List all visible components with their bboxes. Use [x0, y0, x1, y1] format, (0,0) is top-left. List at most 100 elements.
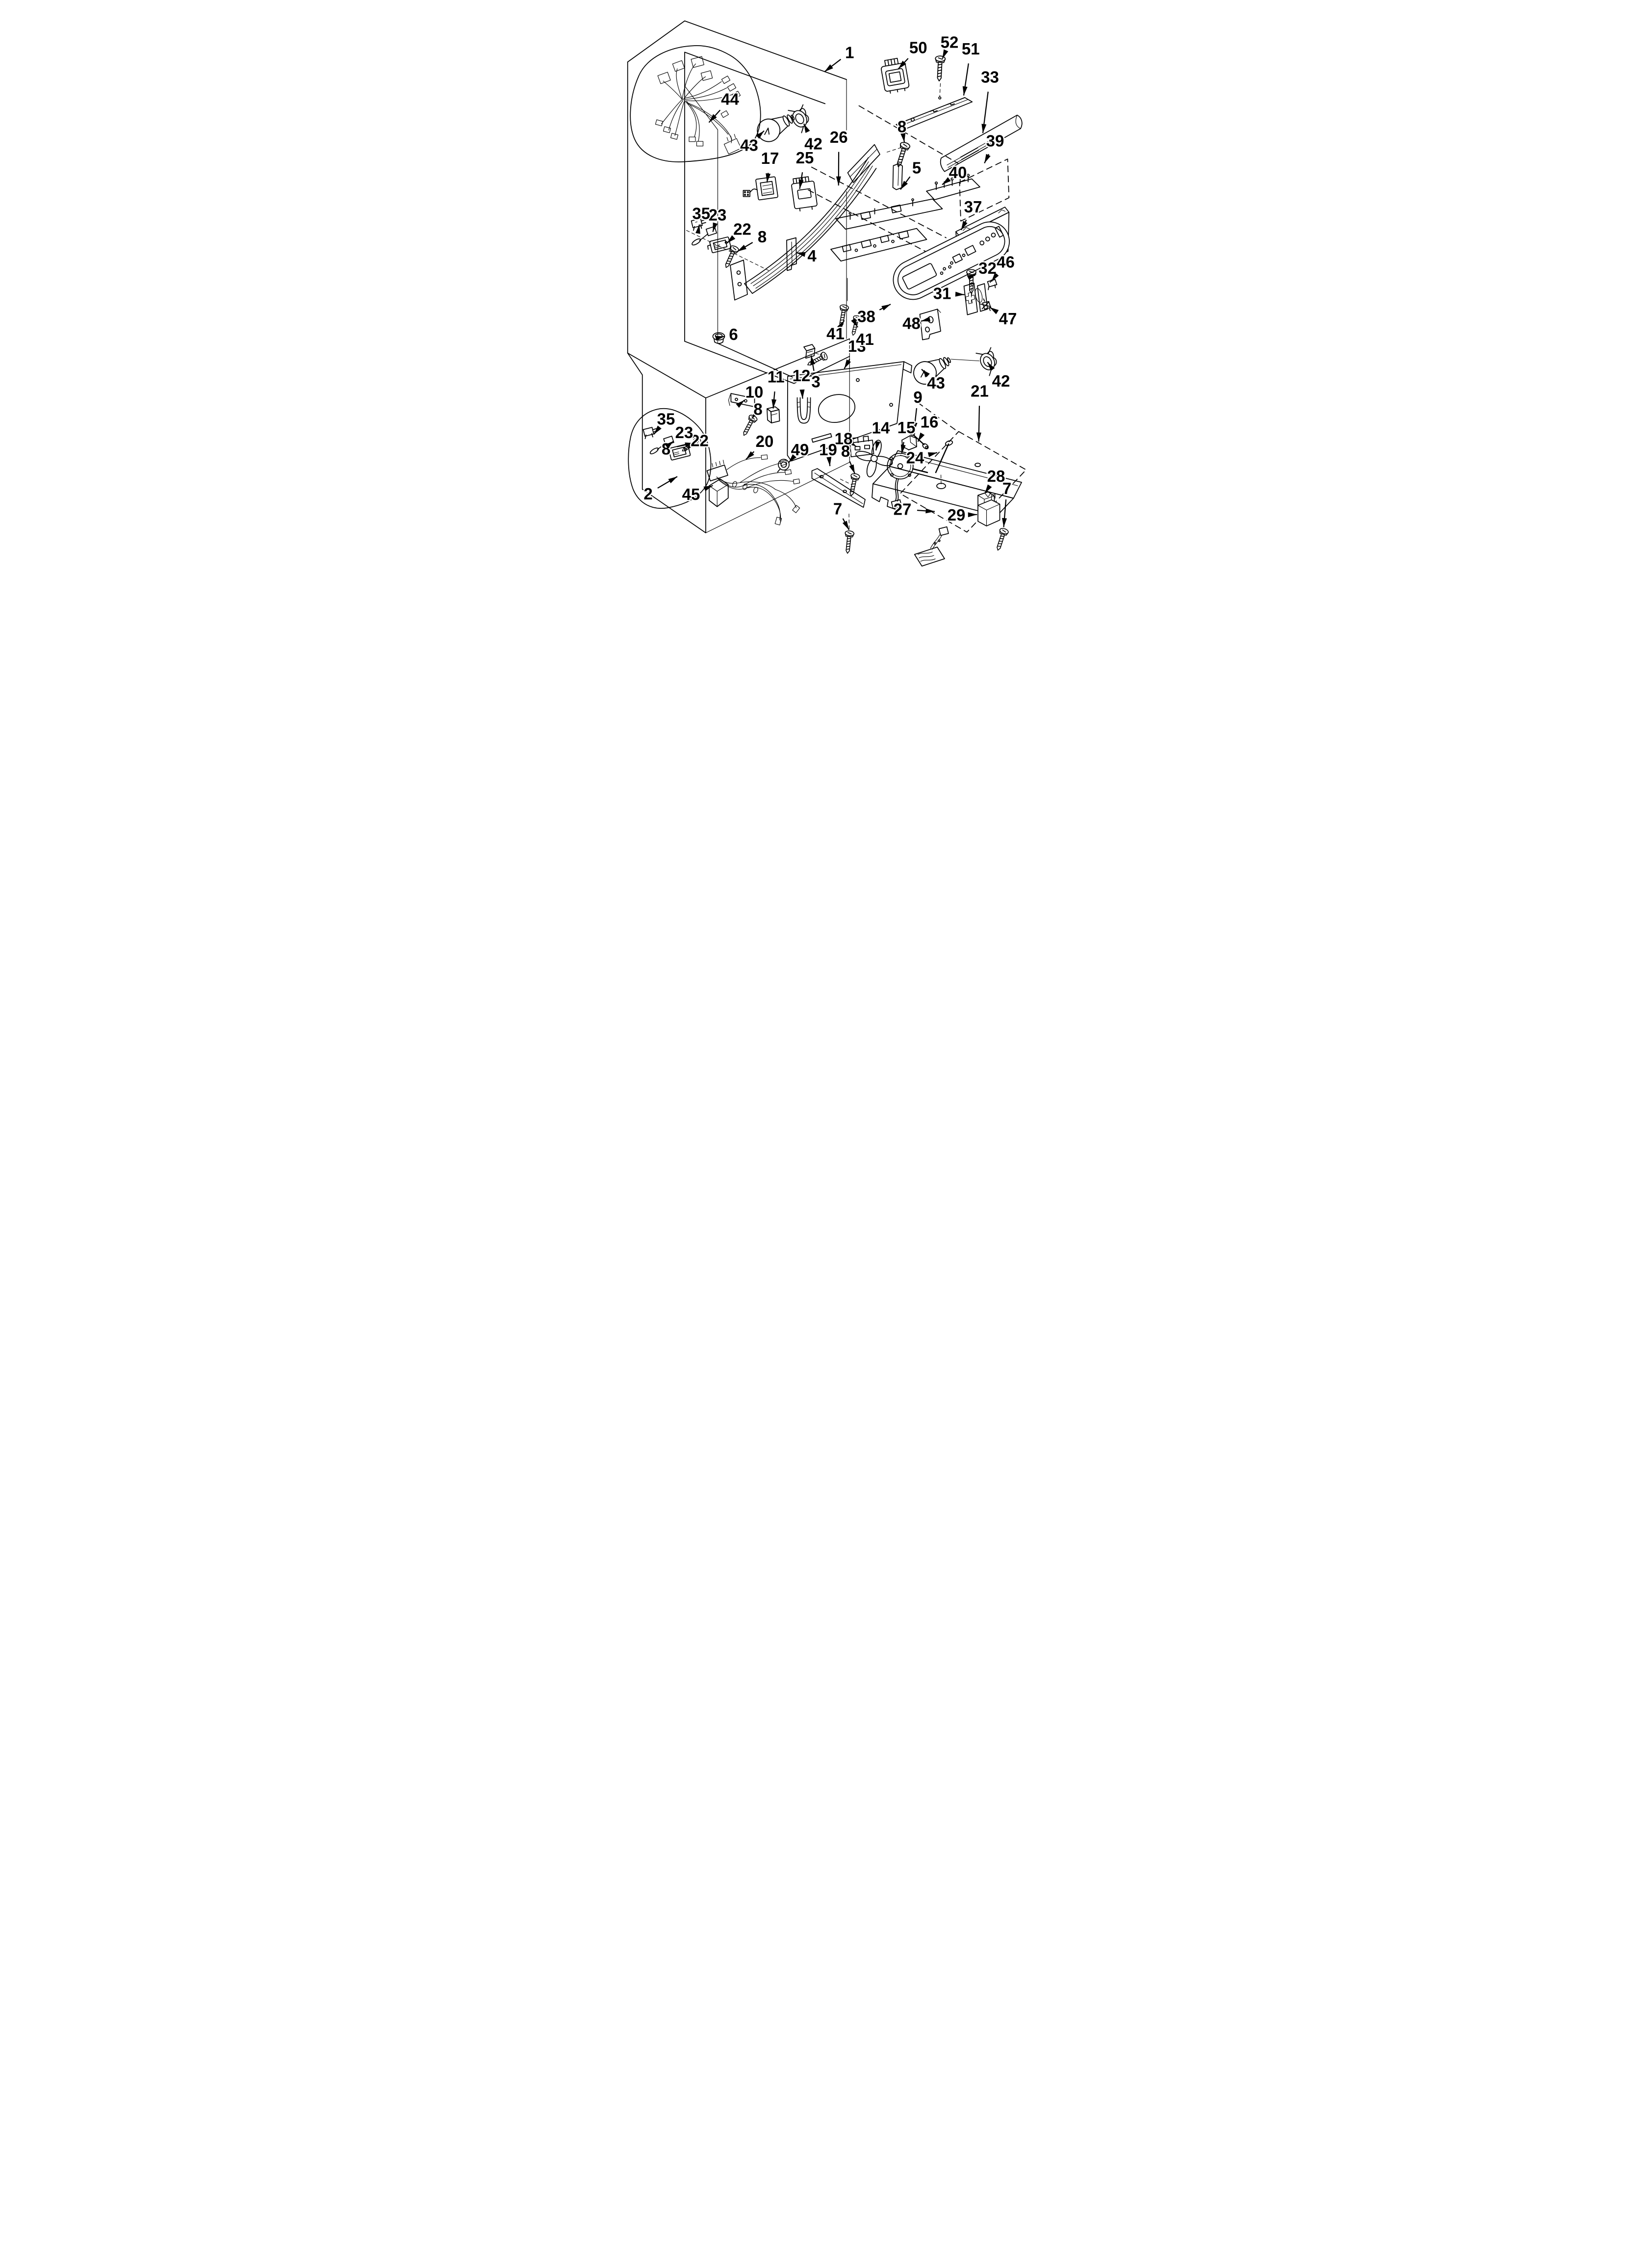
- callout-label-51: 51: [961, 40, 979, 58]
- callout-14: 14: [871, 417, 891, 451]
- screws-41: [836, 278, 862, 337]
- air-duct-33: [940, 114, 1023, 172]
- callout-43a: 43: [739, 130, 765, 156]
- callout-arrow-39: [983, 154, 991, 164]
- callout-arrow-5: [899, 176, 910, 190]
- callout-label-52: 52: [940, 33, 958, 52]
- callout-46: 46: [991, 252, 1016, 282]
- callout-arrow-38: [879, 304, 891, 311]
- callout-2: 2: [642, 476, 678, 504]
- callout-8a: 8: [896, 116, 907, 143]
- callout-label-48: 48: [902, 314, 921, 333]
- callout-5: 5: [899, 157, 922, 190]
- callout-27: 27: [892, 499, 935, 520]
- callout-42a: 42: [803, 123, 823, 154]
- callout-arrow-14: [875, 441, 880, 451]
- callout-label-25: 25: [795, 149, 814, 167]
- callout-22a: 22: [726, 219, 752, 244]
- exploded-diagram: 1234567788888910111213141516171819202122…: [616, 0, 1026, 567]
- fill-tube-24: [935, 440, 953, 485]
- callout-arrow-1: [823, 58, 841, 73]
- callout-arrow-52: [941, 49, 948, 59]
- callout-6: 6: [715, 324, 739, 345]
- callout-arrow-24: [927, 452, 937, 457]
- callout-29: 29: [946, 505, 977, 525]
- callout-44: 44: [708, 89, 740, 123]
- callout-arrow-44: [708, 109, 720, 123]
- callout-arrow-47: [989, 307, 999, 314]
- callout-arrow-20: [745, 451, 754, 460]
- callout-33: 33: [979, 67, 1000, 133]
- callout-52: 52: [939, 32, 959, 59]
- bracket-10: [728, 393, 755, 408]
- screw-7a: [842, 514, 855, 554]
- callout-arrow-42b: [987, 362, 995, 371]
- callout-28: 28: [984, 466, 1006, 494]
- callout-50: 50: [898, 37, 928, 70]
- callout-label-6: 6: [729, 325, 738, 343]
- callout-arrow-10: [736, 399, 745, 408]
- callout-25: 25: [795, 148, 815, 189]
- callout-31: 31: [932, 283, 965, 304]
- callout-arrow-8a: [900, 133, 905, 143]
- callout-label-27: 27: [893, 500, 911, 519]
- callout-41a: 41: [825, 320, 846, 344]
- callout-arrow-16: [917, 432, 924, 442]
- callout-18: 18: [833, 428, 857, 449]
- callout-label-49: 49: [791, 441, 809, 459]
- callout-arrow-22a: [726, 235, 735, 244]
- callout-37: 37: [960, 197, 983, 231]
- callout-arrow-7b: [1001, 499, 1007, 527]
- callout-arrow-25: [798, 172, 803, 189]
- drain-pan-assembly: [871, 402, 1026, 567]
- callout-label-33: 33: [981, 68, 999, 86]
- cover-panel-51: [895, 96, 973, 130]
- callout-arrow-11: [771, 391, 776, 409]
- callout-label-18: 18: [834, 430, 852, 448]
- callout-label-28: 28: [987, 467, 1005, 485]
- callout-22b: 22: [686, 430, 710, 451]
- callout-arrow-46: [991, 272, 999, 282]
- callout-arrow-13: [844, 359, 851, 369]
- callout-arrow-8b: [737, 242, 753, 252]
- callout-label-24: 24: [906, 449, 924, 467]
- callout-label-12: 12: [792, 366, 810, 385]
- callout-label-26: 26: [829, 128, 847, 146]
- callout-10: 10: [736, 382, 764, 408]
- bracket-29: [977, 494, 1000, 526]
- callout-1: 1: [823, 42, 855, 73]
- callout-label-13: 13: [847, 337, 866, 355]
- callout-label-4: 4: [807, 247, 817, 265]
- callout-label-9: 9: [913, 388, 922, 406]
- screw-52: [933, 55, 946, 98]
- callout-label-15: 15: [897, 418, 915, 437]
- callout-16: 16: [917, 412, 939, 442]
- callout-label-38: 38: [857, 308, 875, 326]
- callout-label-2: 2: [643, 485, 652, 503]
- callout-label-43a: 43: [740, 136, 758, 154]
- callout-arrow-23a: [712, 222, 718, 232]
- screw-32: [966, 269, 976, 303]
- callout-label-8b: 8: [757, 228, 766, 246]
- callout-arrow-40: [941, 177, 951, 185]
- callout-label-8e: 8: [661, 440, 670, 458]
- control-board: [830, 228, 927, 261]
- callout-label-44: 44: [721, 90, 739, 108]
- callout-label-21: 21: [971, 382, 989, 400]
- callout-38: 38: [856, 304, 891, 327]
- callout-20: 20: [745, 431, 774, 460]
- callout-label-7a: 7: [833, 500, 842, 518]
- callout-arrow-21: [976, 406, 981, 442]
- callout-26: 26: [828, 127, 849, 186]
- callout-label-16: 16: [920, 413, 938, 431]
- callout-35b: 35: [653, 409, 676, 435]
- callout-label-11: 11: [767, 368, 784, 386]
- dashed-box-39: [959, 158, 1009, 222]
- console-explosion: [807, 105, 1010, 300]
- callout-label-3: 3: [811, 373, 820, 391]
- wiring-harness-44: [655, 56, 742, 155]
- callout-label-37: 37: [964, 198, 982, 216]
- callout-arrow-17: [765, 173, 770, 183]
- callout-51: 51: [960, 39, 981, 96]
